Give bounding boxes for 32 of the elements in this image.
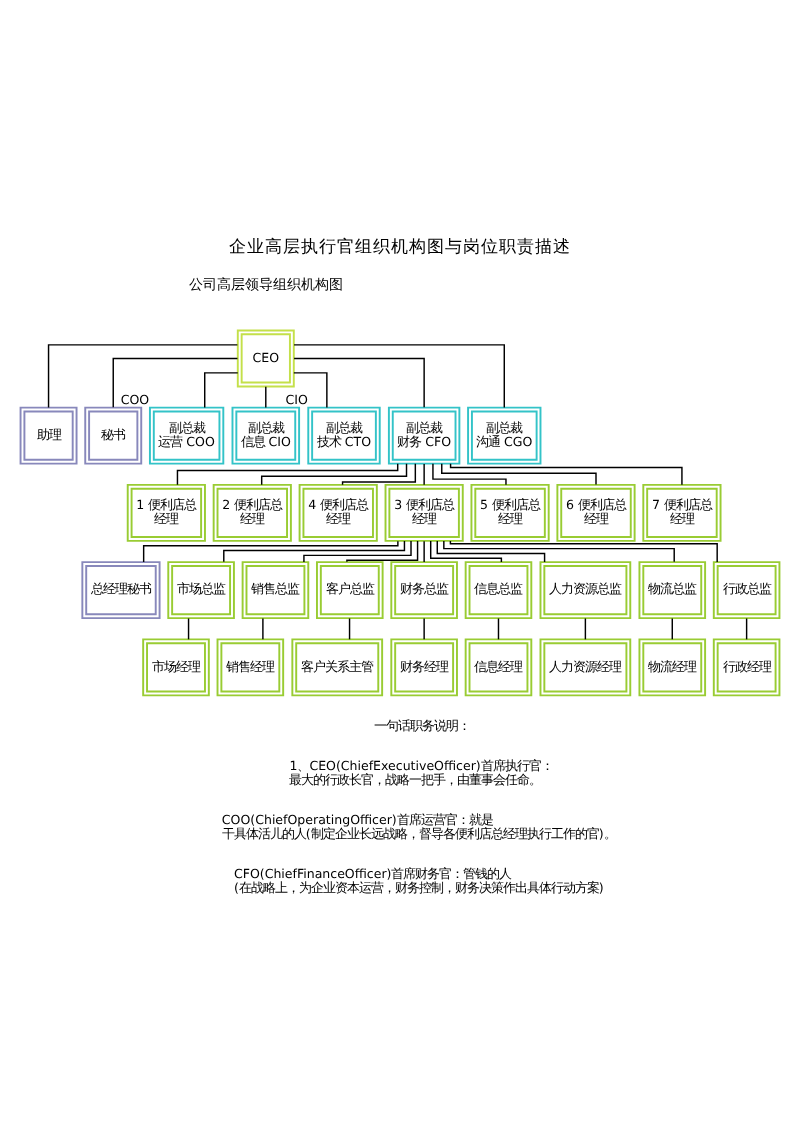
connector	[176, 462, 399, 485]
connector	[671, 616, 673, 640]
connector	[449, 462, 683, 485]
connector	[745, 616, 748, 640]
diagram-title: 企业高层执行官组织机构图与岗位职责描述	[229, 236, 571, 257]
connector	[449, 539, 718, 562]
connector	[204, 371, 239, 408]
connector	[443, 539, 675, 562]
connector	[293, 356, 425, 408]
connector	[293, 343, 505, 408]
connector	[47, 343, 239, 408]
connector	[265, 385, 267, 408]
connector	[260, 462, 408, 485]
connector	[348, 616, 351, 640]
connector	[112, 356, 239, 408]
connector	[432, 461, 507, 485]
connector	[584, 616, 587, 640]
connector	[223, 539, 406, 562]
connector	[341, 461, 417, 485]
connector	[497, 616, 500, 640]
connector	[303, 539, 412, 562]
connector	[436, 539, 546, 562]
connector	[346, 539, 419, 562]
connector	[423, 462, 425, 485]
connector	[262, 616, 264, 640]
connector	[441, 462, 597, 485]
connector	[429, 539, 503, 562]
connector	[423, 539, 425, 562]
connector	[423, 616, 425, 640]
connector	[293, 371, 328, 408]
connector	[142, 539, 399, 562]
connector	[187, 616, 190, 640]
